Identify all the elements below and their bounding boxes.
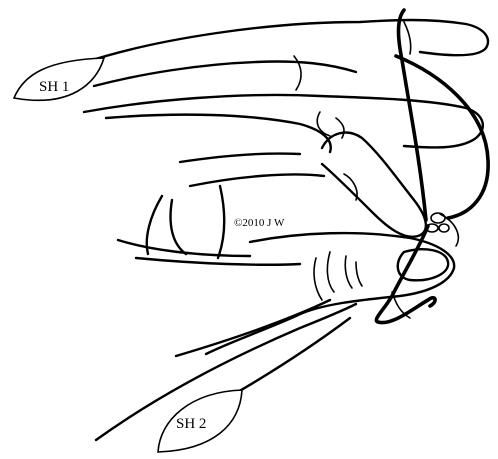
yarn-strand <box>376 10 488 323</box>
copyright-text: ©2010 J W <box>234 217 285 229</box>
middle-finger <box>84 95 483 152</box>
stitch-knots <box>426 213 449 232</box>
ring-finger <box>180 133 426 237</box>
index-finger <box>86 20 488 90</box>
label-sh2: SH 2 <box>158 390 242 452</box>
label-sh2-text: SH 2 <box>176 416 206 432</box>
label-sh1-text: SH 1 <box>39 79 69 95</box>
label-sh1: SH 1 <box>14 58 104 100</box>
